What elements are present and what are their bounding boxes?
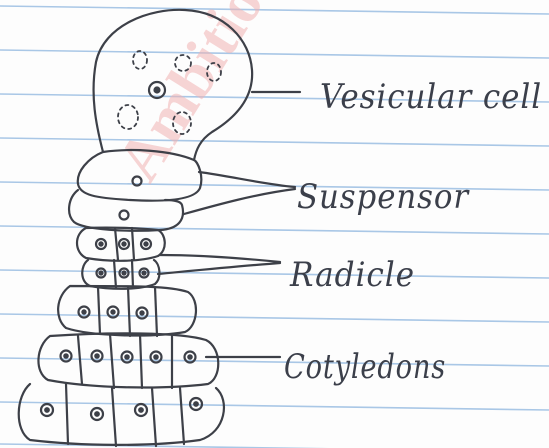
- nucleolus: [122, 242, 125, 245]
- nucleolus: [95, 354, 98, 357]
- label-suspensor: Suspensor: [297, 177, 470, 217]
- nucleolus: [111, 310, 114, 313]
- nucleolus: [139, 408, 143, 412]
- nucleolus: [194, 402, 198, 406]
- nucleolus: [154, 355, 157, 358]
- nucleolus: [188, 355, 191, 358]
- nucleolus: [82, 310, 85, 313]
- nucleolus: [64, 354, 67, 357]
- nucleolus: [125, 355, 128, 358]
- nucleolus: [95, 412, 99, 416]
- nucleolus: [143, 272, 146, 275]
- nucleolus: [100, 272, 103, 275]
- label-cotyledons: Cotyledons: [284, 347, 446, 387]
- nucleolus: [140, 311, 143, 314]
- label-vesicular-cell: Vesicular cell: [320, 77, 542, 117]
- nucleolus: [45, 408, 49, 412]
- radicle-divider: [132, 260, 133, 288]
- nucleolus: [123, 272, 126, 275]
- label-radicle: Radicle: [289, 255, 415, 295]
- vesicular-nucleolus: [155, 88, 160, 93]
- nucleolus: [144, 242, 147, 245]
- nucleolus: [99, 242, 102, 245]
